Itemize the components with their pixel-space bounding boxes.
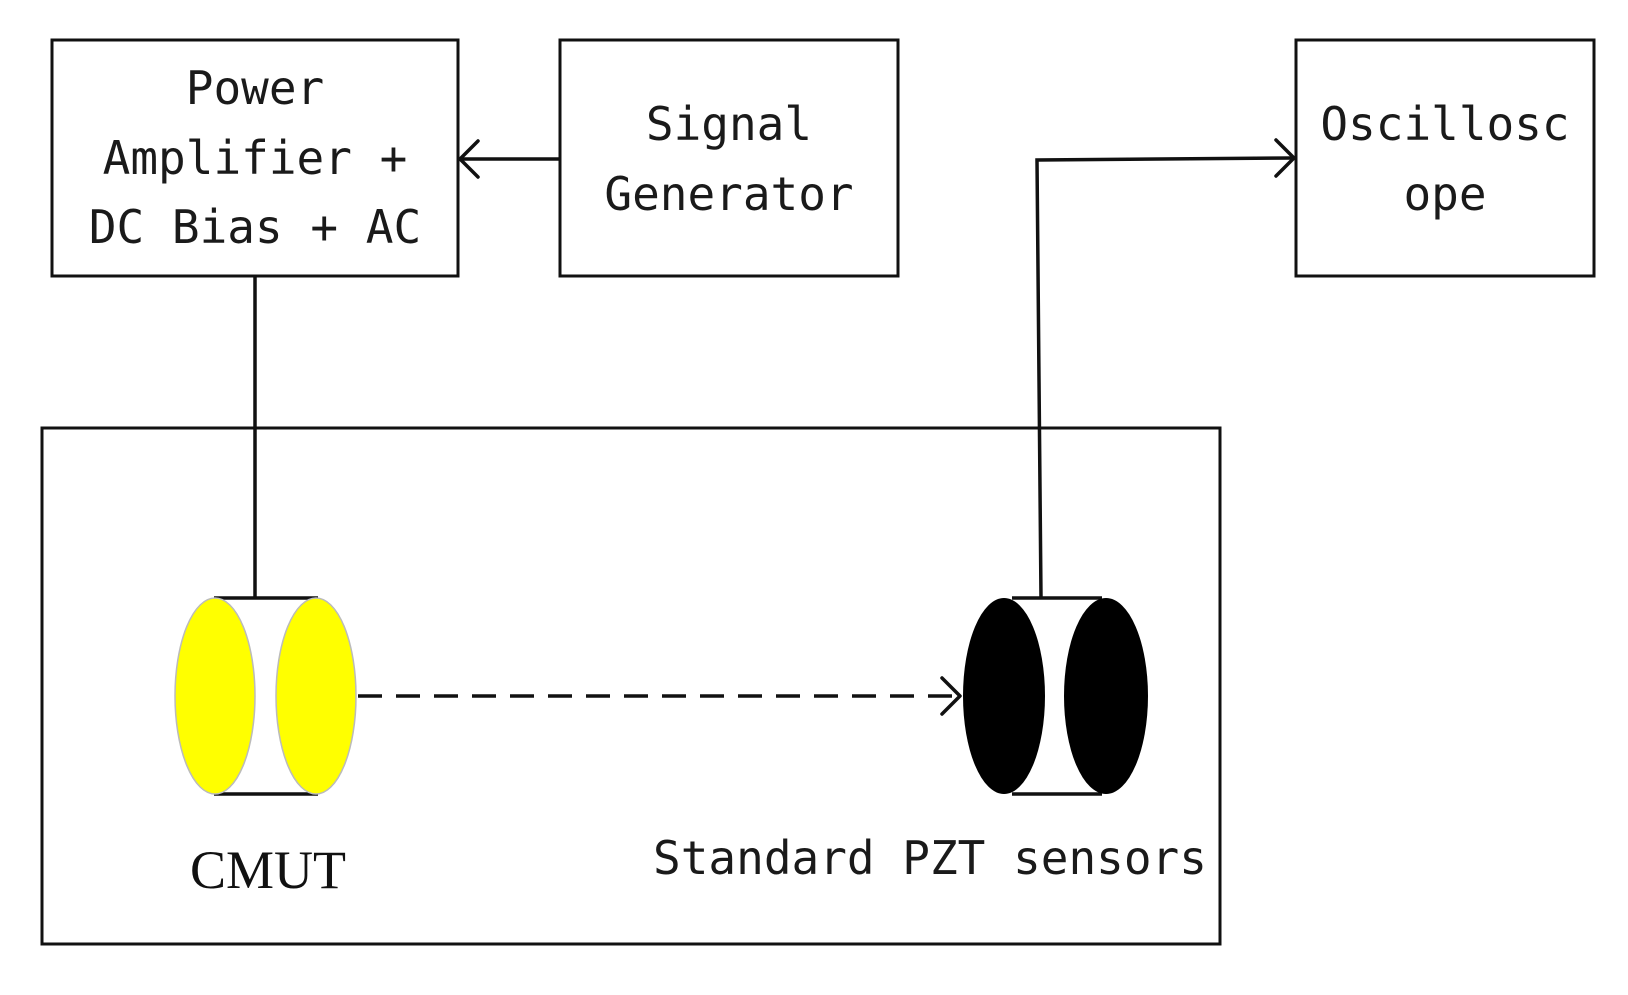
power-amplifier-box: [50, 38, 460, 278]
power-amplifier-label-line-3: DC Bias + AC: [89, 200, 421, 254]
cmut-right-plate: [275, 597, 357, 795]
oscilloscope-label-line-1: Oscillosc: [1320, 97, 1569, 151]
ultrasound-propagation-arrow: [358, 676, 962, 716]
cmut-transducer: [174, 596, 357, 796]
signal-to-amplifier-arrow: [458, 139, 560, 179]
signal-generator-label-line-2: Generator: [604, 167, 853, 221]
signal-generator-block: Signal Generator: [558, 38, 900, 278]
cmut-label: CMUT: [190, 840, 346, 900]
oscilloscope-box: [1294, 38, 1596, 278]
power-amplifier-label-line-1: Power: [186, 61, 324, 115]
signal-generator-box: [558, 38, 900, 278]
cmut-left-plate: [174, 597, 256, 795]
pzt-sensor: [963, 596, 1148, 796]
pzt-to-oscilloscope-arrow: [1035, 138, 1296, 599]
pzt-left-plate: [963, 598, 1045, 794]
oscilloscope-block: Oscillosc ope: [1294, 38, 1596, 278]
pzt-right-plate: [1064, 598, 1148, 794]
power-amplifier-label-line-2: Amplifier +: [103, 131, 408, 185]
pzt-label: Standard PZT sensors: [653, 831, 1207, 885]
oscilloscope-label-line-2: ope: [1403, 167, 1486, 221]
power-amplifier-block: Power Amplifier + DC Bias + AC: [50, 38, 460, 278]
signal-generator-label-line-1: Signal: [646, 97, 812, 151]
